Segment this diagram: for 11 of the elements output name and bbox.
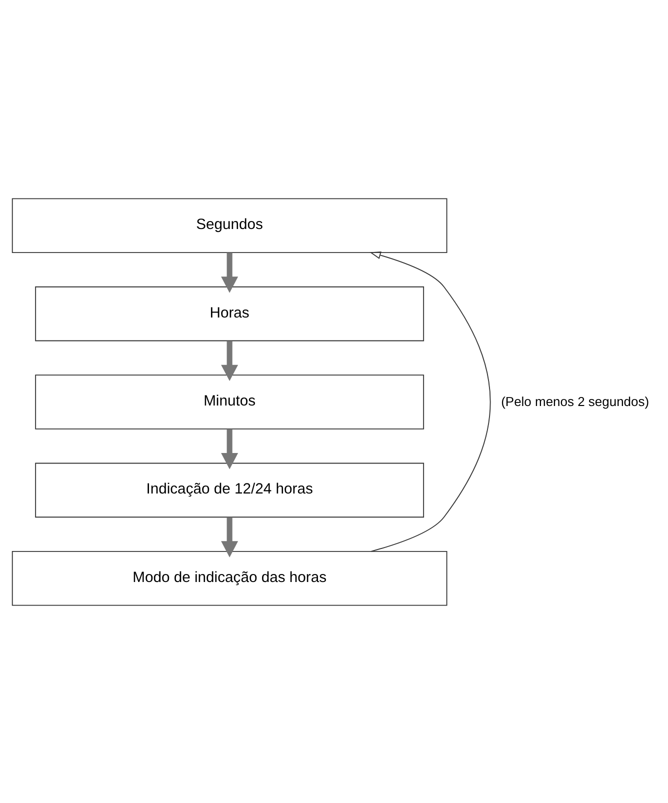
arrow [221,252,238,292]
edge-label: (Pelo menos 2 segundos) [501,393,650,408]
node-box: Indicação de 12/24 horas [35,462,424,518]
arrow [370,250,491,552]
node-box: Segundos [12,198,448,253]
arrow [221,428,238,469]
node-box: Minutos [35,374,424,429]
arrow [221,516,238,557]
arrow [221,340,238,381]
node-box: Horas [35,286,424,341]
node-box: Modo de indicação das horas [12,550,448,606]
